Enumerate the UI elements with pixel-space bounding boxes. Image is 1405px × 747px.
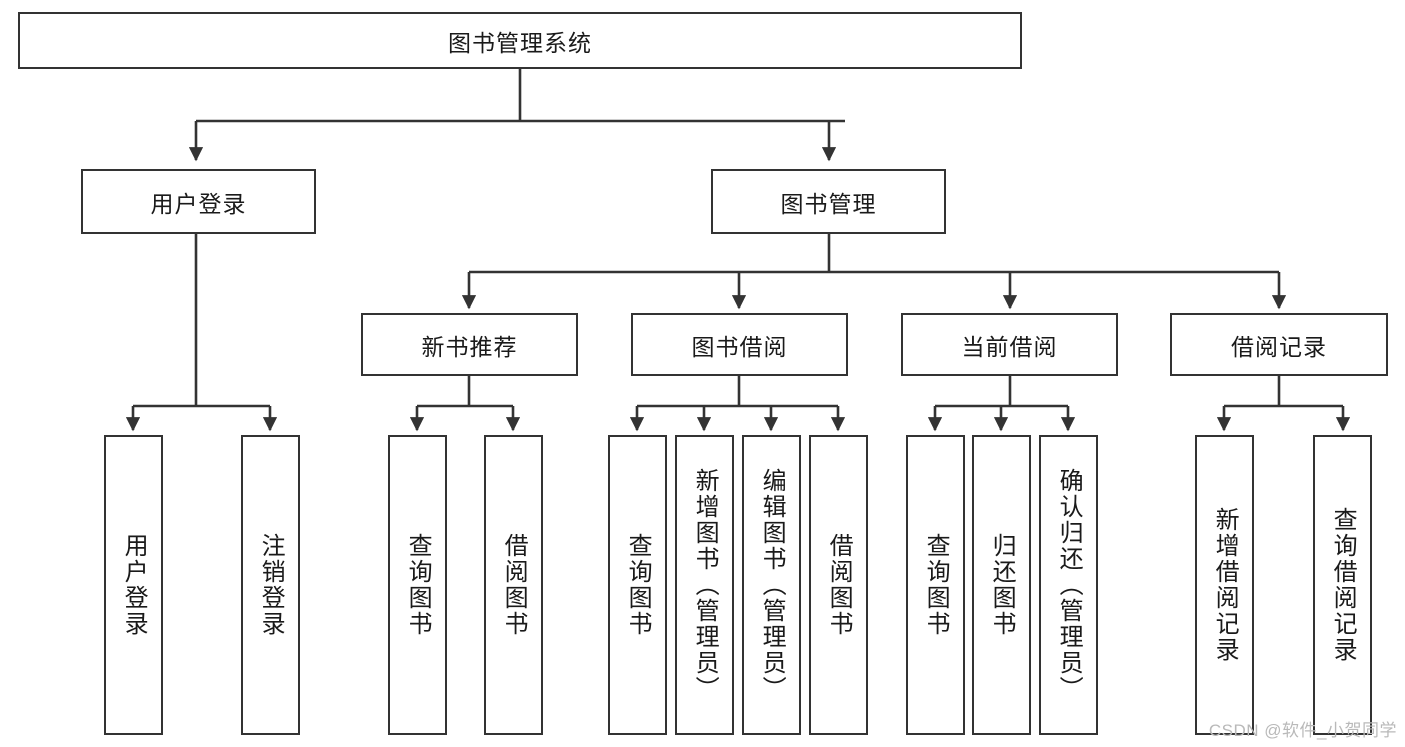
node-leaf-query-book-borrow[interactable]: 查询图书 [608,435,667,735]
node-leaf-add-book[interactable]: 新增图书（管理员） [675,435,734,735]
node-label: 借阅图书 [500,533,528,637]
node-leaf-borrow-book-recommend[interactable]: 借阅图书 [484,435,543,735]
node-label: 借阅图书 [825,533,853,637]
node-label: 新增图书（管理员） [691,468,719,702]
node-label: 查询借阅记录 [1329,507,1357,663]
node-label: 注销登录 [257,533,285,637]
node-current-borrow[interactable]: 当前借阅 [901,313,1118,376]
node-label: 归还图书 [988,533,1016,637]
node-label: 当前借阅 [961,333,1058,360]
node-leaf-borrow-book[interactable]: 借阅图书 [809,435,868,735]
node-borrow-record[interactable]: 借阅记录 [1170,313,1388,376]
node-label: 确认归还（管理员） [1055,468,1083,702]
node-label: 图书借阅 [691,333,788,360]
node-root-book-management-system[interactable]: 图书管理系统 [18,12,1022,69]
node-label: 新书推荐 [421,333,518,360]
node-leaf-edit-book[interactable]: 编辑图书（管理员） [742,435,801,735]
node-label: 借阅记录 [1231,333,1327,360]
node-label: 查询图书 [922,533,950,637]
node-label: 图书管理系统 [448,29,592,56]
node-label: 查询图书 [624,533,652,637]
node-label: 用户登录 [120,533,148,637]
node-label: 查询图书 [404,533,432,637]
node-book-borrow[interactable]: 图书借阅 [631,313,848,376]
node-label: 编辑图书（管理员） [758,468,786,702]
node-new-book-recommend[interactable]: 新书推荐 [361,313,578,376]
node-leaf-user-login[interactable]: 用户登录 [104,435,163,735]
node-label: 用户登录 [150,190,247,217]
node-leaf-query-book-current[interactable]: 查询图书 [906,435,965,735]
node-leaf-add-borrow-record[interactable]: 新增借阅记录 [1195,435,1254,735]
node-label: 新增借阅记录 [1211,507,1239,663]
node-user-login[interactable]: 用户登录 [81,169,316,234]
node-leaf-confirm-return[interactable]: 确认归还（管理员） [1039,435,1098,735]
node-book-management[interactable]: 图书管理 [711,169,946,234]
node-label: 图书管理 [780,190,877,217]
node-leaf-logout-login[interactable]: 注销登录 [241,435,300,735]
node-leaf-return-book[interactable]: 归还图书 [972,435,1031,735]
node-leaf-query-borrow-record[interactable]: 查询借阅记录 [1313,435,1372,735]
node-leaf-query-book-recommend[interactable]: 查询图书 [388,435,447,735]
